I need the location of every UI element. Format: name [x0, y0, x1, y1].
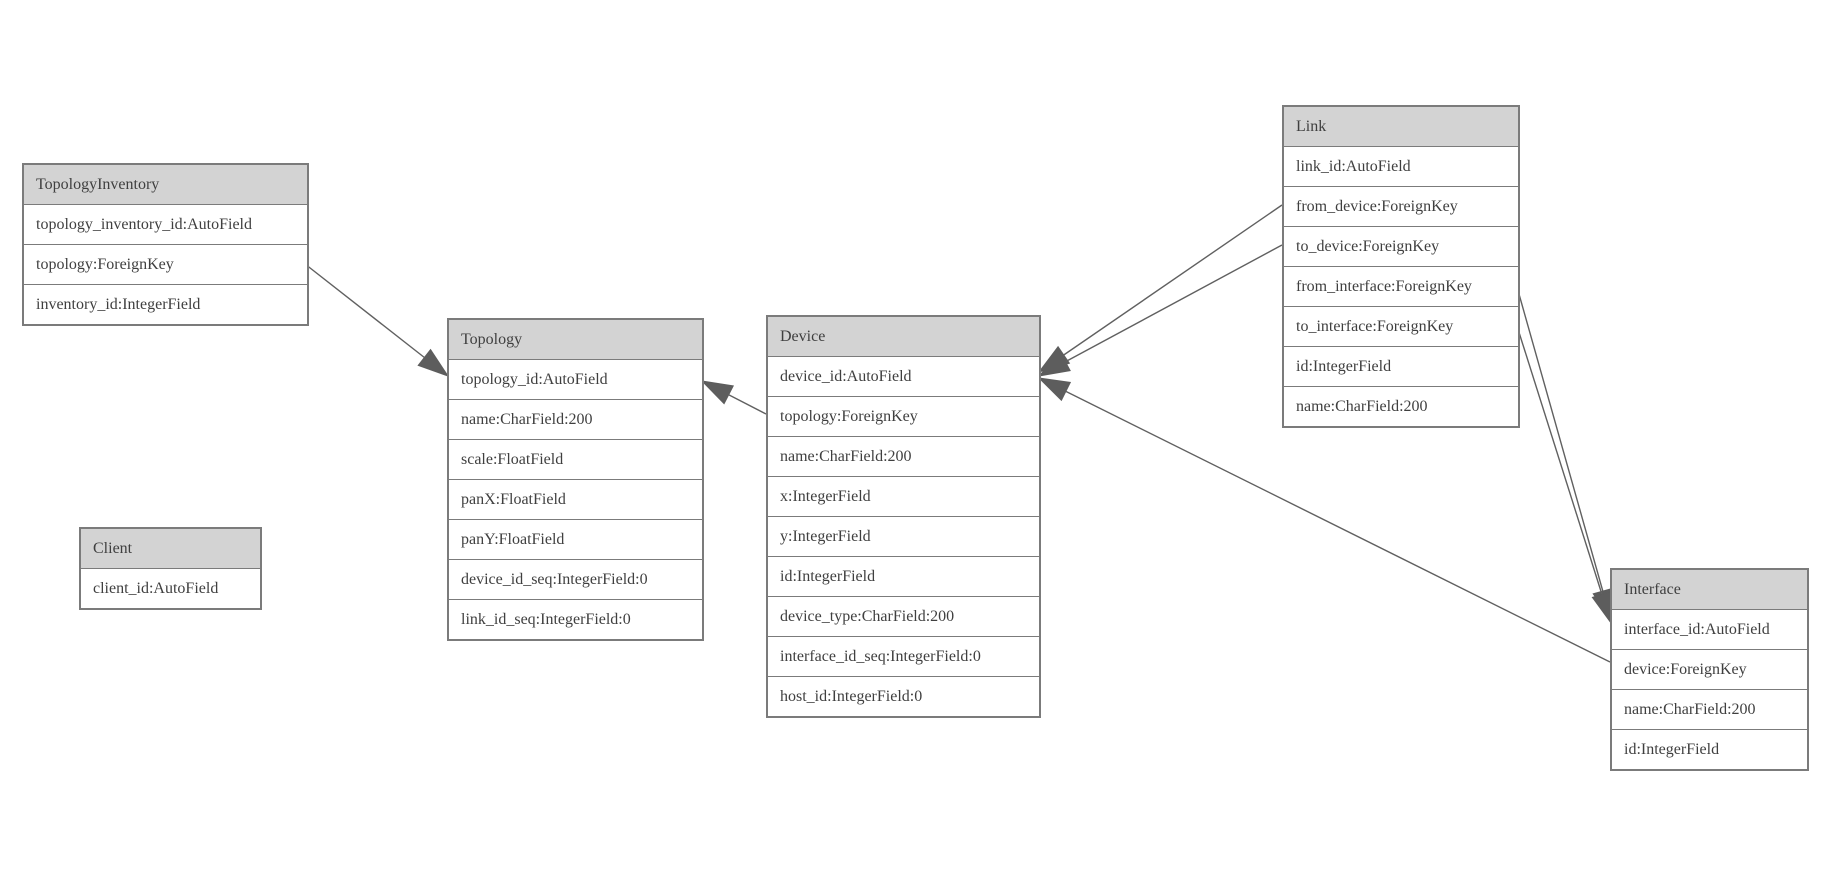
arrowhead-link-to_device-device	[1037, 352, 1071, 377]
arrowhead-interface-device	[1037, 377, 1072, 402]
field-row-topology-inventory-1: topology:ForeignKey	[24, 245, 307, 285]
edge-link-from_interface-interface	[1516, 286, 1604, 592]
arrowhead-link-to_interface-interface	[1591, 590, 1612, 625]
field-row-device-5: id:IntegerField	[768, 557, 1039, 597]
field-row-topology-0: topology_id:AutoField	[449, 360, 702, 400]
edge-interface-device	[1065, 390, 1611, 663]
entity-title-client: Client	[81, 529, 260, 569]
edge-link-to_interface-interface	[1516, 325, 1603, 595]
field-row-device-6: device_type:CharField:200	[768, 597, 1039, 637]
arrowhead-device-topology	[700, 380, 735, 405]
field-row-client-0: client_id:AutoField	[81, 569, 260, 608]
edge-link-to_device-device	[1065, 244, 1283, 363]
field-row-device-1: topology:ForeignKey	[768, 397, 1039, 437]
entity-title-topology: Topology	[449, 320, 702, 360]
field-row-topology-inventory-2: inventory_id:IntegerField	[24, 285, 307, 324]
field-row-device-8: host_id:IntegerField:0	[768, 677, 1039, 716]
field-row-interface-0: interface_id:AutoField	[1612, 610, 1807, 650]
field-row-device-3: x:IntegerField	[768, 477, 1039, 517]
field-row-device-7: interface_id_seq:IntegerField:0	[768, 637, 1039, 677]
field-row-link-5: id:IntegerField	[1284, 347, 1518, 387]
field-row-interface-1: device:ForeignKey	[1612, 650, 1807, 690]
field-row-interface-2: name:CharField:200	[1612, 690, 1807, 730]
field-row-topology-5: device_id_seq:IntegerField:0	[449, 560, 702, 600]
field-row-topology-2: scale:FloatField	[449, 440, 702, 480]
field-row-device-4: y:IntegerField	[768, 517, 1039, 557]
field-row-interface-3: id:IntegerField	[1612, 730, 1807, 769]
field-row-device-0: device_id:AutoField	[768, 357, 1039, 397]
entity-title-link: Link	[1284, 107, 1518, 147]
field-row-topology-inventory-0: topology_inventory_id:AutoField	[24, 205, 307, 245]
edge-device-topology	[728, 394, 767, 415]
entity-title-topology-inventory: TopologyInventory	[24, 165, 307, 205]
field-row-topology-1: name:CharField:200	[449, 400, 702, 440]
field-row-device-2: name:CharField:200	[768, 437, 1039, 477]
field-row-link-3: from_interface:ForeignKey	[1284, 267, 1518, 307]
arrowhead-topologyinventory-topology	[417, 348, 450, 377]
field-row-topology-3: panX:FloatField	[449, 480, 702, 520]
field-row-topology-6: link_id_seq:IntegerField:0	[449, 600, 702, 639]
entity-title-device: Device	[768, 317, 1039, 357]
field-row-link-4: to_interface:ForeignKey	[1284, 307, 1518, 347]
field-row-topology-4: panY:FloatField	[449, 520, 702, 560]
field-row-link-1: from_device:ForeignKey	[1284, 187, 1518, 227]
field-row-link-0: link_id:AutoField	[1284, 147, 1518, 187]
edge-topologyinventory-topology	[304, 263, 425, 359]
entity-title-interface: Interface	[1612, 570, 1807, 610]
edge-link-from_device-device	[1063, 204, 1283, 356]
field-row-link-2: to_device:ForeignKey	[1284, 227, 1518, 267]
field-row-link-6: name:CharField:200	[1284, 387, 1518, 426]
